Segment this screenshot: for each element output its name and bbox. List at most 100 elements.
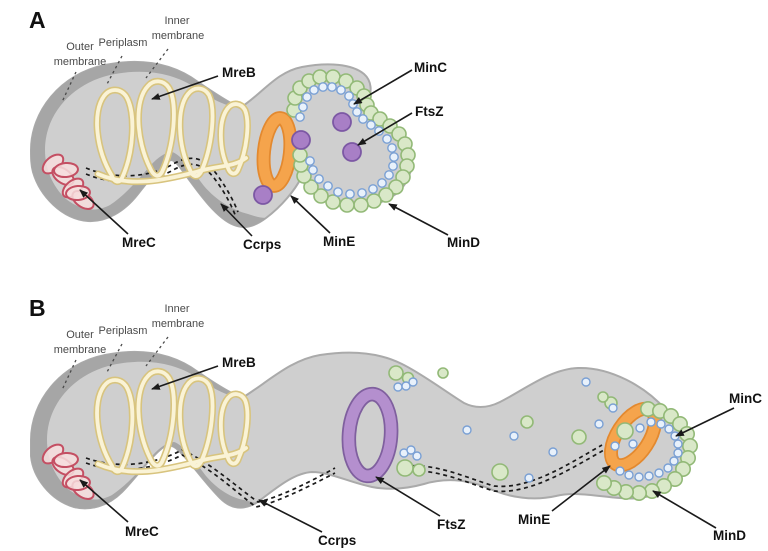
mind-scattered-bead (396, 459, 414, 477)
ccrps-arrow-b (258, 499, 323, 533)
mind-scattered-bead (597, 391, 609, 403)
minc-bead (345, 189, 355, 199)
mrec-label-a: MreC (122, 235, 156, 250)
ftsz-arrow-a (357, 112, 413, 146)
mreb-helix-a (93, 77, 251, 186)
mind-bead (339, 197, 355, 213)
minc-bead (314, 174, 324, 184)
inner-membrane-label-a-line1: Inner (164, 15, 189, 27)
minc-arrow-b (675, 407, 735, 437)
minc-scattered-bead (635, 423, 645, 433)
mind-bead (643, 482, 660, 499)
minc-scattered-bead (581, 377, 591, 387)
minc-bead (295, 112, 305, 122)
minc-bead (382, 134, 392, 144)
mine-arrow-a (290, 195, 331, 234)
minc-bead (358, 114, 368, 124)
ccrps-arrow-a (220, 203, 253, 237)
mind-bead (353, 197, 369, 213)
minc-bead (615, 466, 625, 476)
mind-bead (313, 188, 329, 204)
inner-membrane-label-a-line2: membrane (152, 30, 205, 42)
ftsz-monomer (253, 185, 273, 205)
ccrps-label-b: Ccrps (318, 533, 356, 548)
ftsz-label-a: FtsZ (415, 104, 444, 119)
minc-scattered-bead (393, 382, 403, 392)
minc-scattered-bead (628, 439, 638, 449)
mind-bead (325, 69, 341, 85)
mreb-label-a: MreB (222, 65, 256, 80)
mind-bead (595, 474, 612, 491)
minc-bead (366, 120, 376, 130)
minc-bead (309, 85, 319, 95)
ftsz-monomer (342, 142, 362, 162)
mind-bead (388, 179, 404, 195)
outer-membrane-label-b-line2: membrane (54, 344, 107, 356)
outer-membrane-label-a-line2: membrane (54, 56, 107, 68)
minc-bead (634, 472, 644, 482)
minc-scattered-bead (594, 419, 604, 429)
mind-bead (630, 484, 647, 501)
mind-bead (366, 193, 382, 209)
minc-bead (389, 152, 399, 162)
minc-bead (656, 419, 666, 429)
ftsz-monomer (291, 130, 311, 150)
panel-letter-b: B (29, 295, 46, 321)
panel-letter-a: A (29, 7, 46, 33)
minc-bead-chain-a (295, 82, 399, 199)
minc-bead (348, 99, 358, 109)
minc-bead (663, 463, 673, 473)
ftsz-arrow-b (375, 476, 441, 517)
mind-bead (303, 179, 319, 195)
minc-arrow-a (353, 69, 413, 105)
minc-scattered-bead (548, 447, 558, 457)
minc-bead-chain-b (615, 417, 683, 482)
mind-bead (325, 194, 341, 210)
minc-bead (323, 181, 333, 191)
minc-scattered-bead (412, 451, 422, 461)
mrec-arrow-a (79, 189, 129, 235)
mind-arrow-b (652, 490, 717, 529)
mind-arrow-a (388, 203, 449, 236)
mind-scattered-bead (616, 422, 634, 440)
mind-bead (292, 147, 308, 163)
minc-label-b: MinC (729, 391, 762, 406)
mrec-arrow-b (79, 479, 129, 523)
minc-scattered-bead (462, 425, 472, 435)
mind-bead (378, 187, 394, 203)
ftsz-monomers-a (253, 112, 362, 205)
minc-scattered-bead (401, 381, 411, 391)
minc-bead (308, 165, 318, 175)
ftsz-ring-b (341, 386, 399, 484)
mine-ring-a (256, 111, 298, 193)
minc-bead (387, 143, 397, 153)
minc-scattered-bead (408, 377, 418, 387)
outer-membrane-label-a-line1: Outer (66, 41, 94, 53)
minc-bead (673, 448, 683, 458)
minc-bead (336, 85, 346, 95)
mine-label-b: MinE (518, 512, 550, 527)
minc-bead (352, 107, 362, 117)
minc-bead (298, 102, 308, 112)
mine-label-a: MinE (323, 234, 355, 249)
minc-bead (384, 170, 394, 180)
minc-bead (654, 468, 664, 478)
mind-bead-chain-b (595, 400, 698, 501)
mind-bead-chain-a (286, 69, 416, 213)
outer-membrane-label-b-line1: Outer (66, 329, 94, 341)
arrows-b (79, 365, 735, 533)
mreb-arrow-a (151, 75, 219, 100)
ccrps-label-a: Ccrps (243, 237, 281, 252)
mind-label-b: MinD (713, 528, 746, 543)
inner-membrane-label-b-line1: Inner (164, 303, 189, 315)
membrane-leaders-a (61, 48, 169, 103)
minc-bead (624, 470, 634, 480)
mreb-label-b: MreB (222, 355, 256, 370)
inner-membrane-label-b-line2: membrane (152, 318, 205, 330)
inner-membrane-leader-b (145, 336, 169, 367)
minc-bead (333, 187, 343, 197)
periplasm-label-a: Periplasm (99, 37, 148, 49)
minc-bead (673, 439, 683, 449)
